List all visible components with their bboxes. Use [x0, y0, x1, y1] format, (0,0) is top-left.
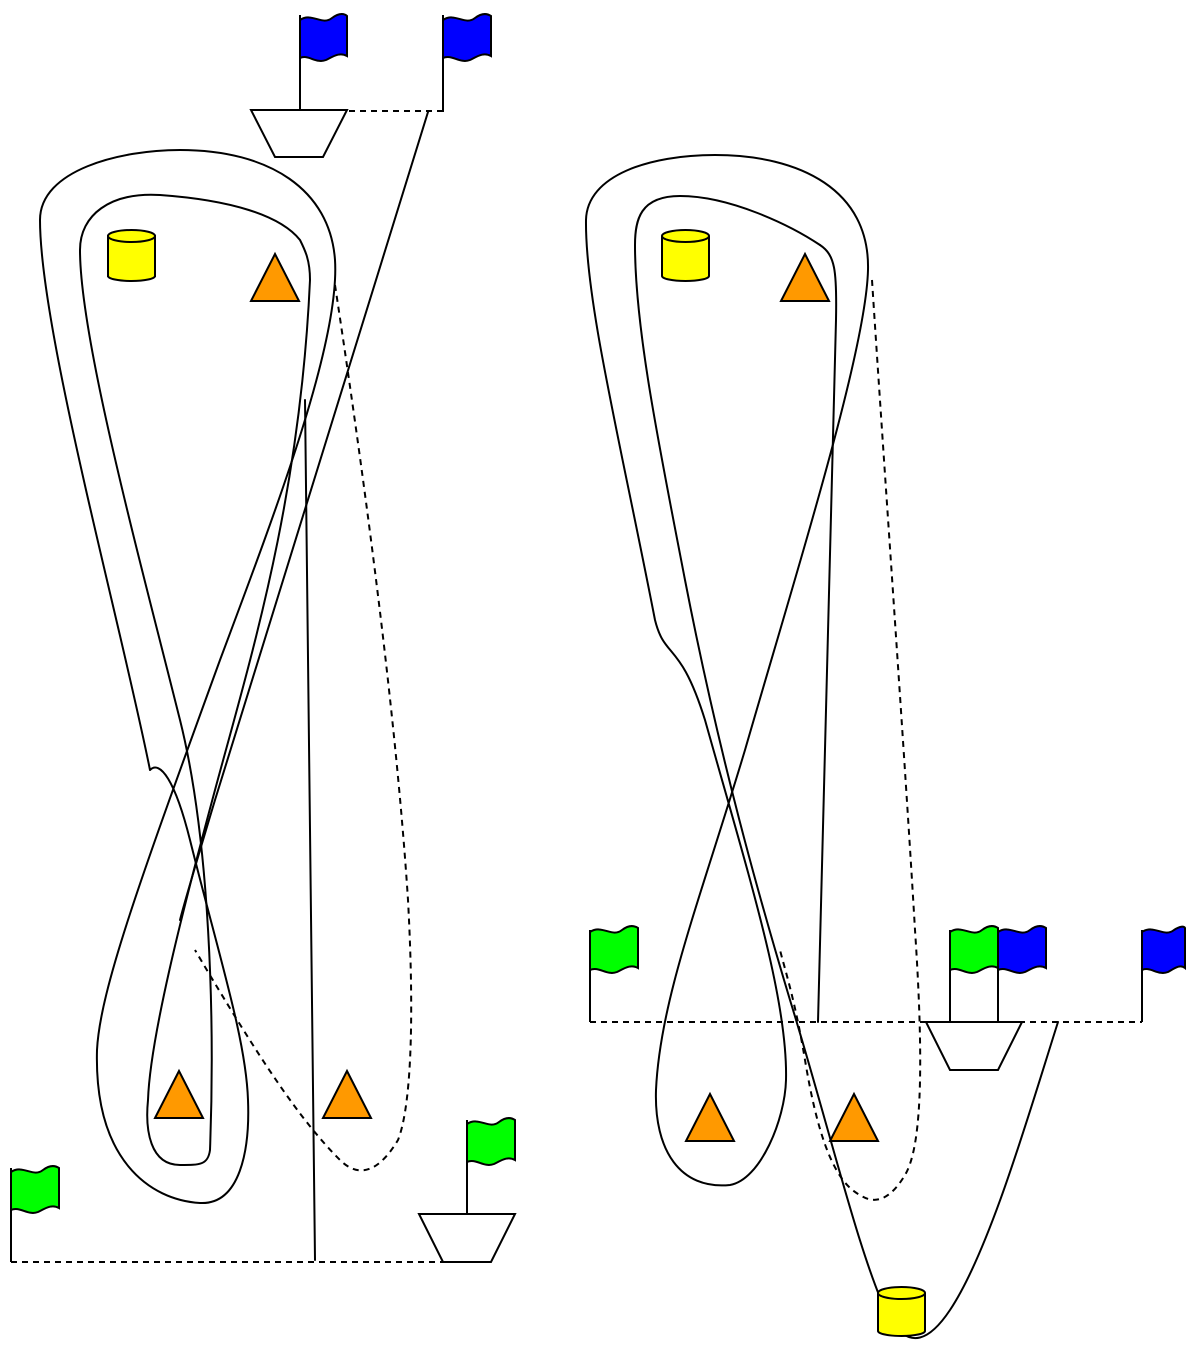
cone-icon: [153, 1068, 205, 1119]
course-center-line: [817, 244, 838, 1023]
course-outer-loop: [584, 154, 870, 1187]
course-outer-loop: [39, 149, 337, 1205]
blue-flag-icon: [299, 13, 348, 62]
blue-flag-icon: [997, 925, 1047, 974]
course-straight-diagonal: [179, 111, 429, 921]
left-start-gate: [249, 13, 492, 158]
course-center-line: [304, 399, 316, 1261]
right-diagram: [584, 154, 1186, 1340]
blue-flag-icon: [442, 13, 492, 62]
boat-icon: [417, 1213, 517, 1263]
course-inner-loop: [79, 193, 311, 1166]
left-finish-gate: [10, 1117, 517, 1263]
boat-icon: [924, 1021, 1024, 1071]
course-return-dashed: [194, 284, 413, 1172]
course-return-dashed: [779, 279, 922, 1201]
blue-flag-icon: [1141, 925, 1186, 974]
left-marks: [107, 229, 373, 1119]
boat-icon: [249, 109, 349, 158]
right-marks: [661, 229, 926, 1337]
cone-icon: [321, 1068, 373, 1119]
cone-icon: [684, 1091, 736, 1142]
can-icon: [661, 229, 710, 282]
green-flag-icon: [589, 925, 639, 974]
can-icon: [877, 1286, 926, 1337]
cone-icon: [249, 251, 301, 302]
cone-icon: [779, 251, 831, 302]
green-flag-icon: [466, 1117, 516, 1166]
left-diagram: [10, 13, 517, 1263]
green-flag-icon: [10, 1165, 60, 1214]
right-gate: [589, 925, 1186, 1071]
course-inner-loop: [634, 195, 1059, 1340]
green-flag-icon: [949, 925, 999, 974]
cone-icon: [828, 1091, 880, 1142]
can-icon: [107, 229, 156, 282]
